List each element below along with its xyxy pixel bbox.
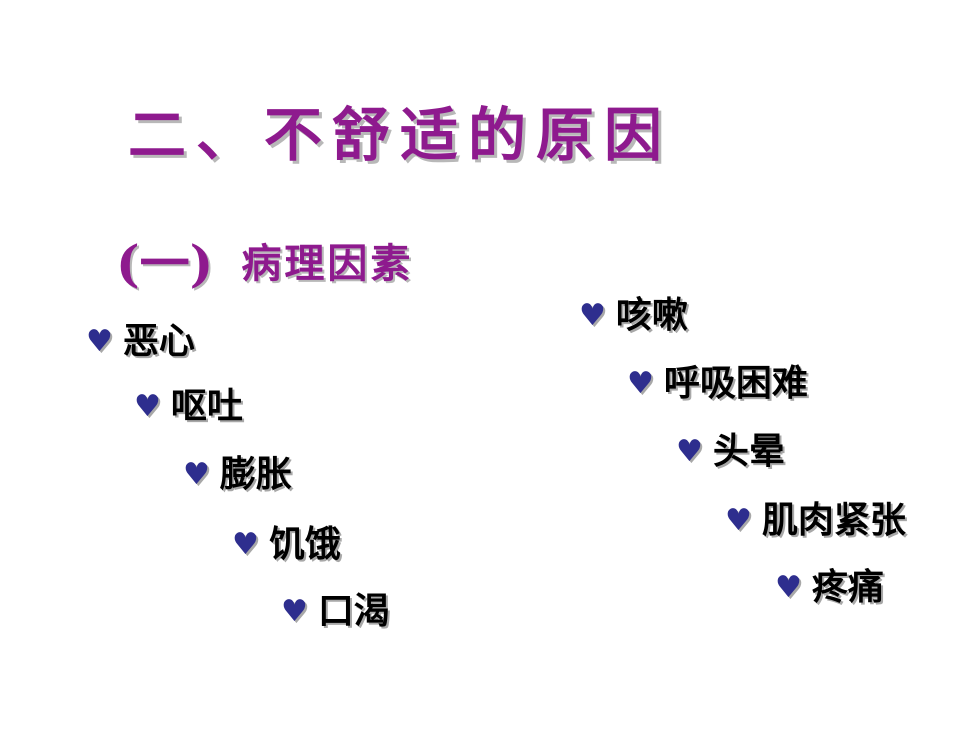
list-item-label: 恶心 [122, 321, 195, 362]
section-label: 病理因素 [241, 240, 414, 287]
list-item: ♥ 膨胀 [183, 457, 292, 493]
list-item: ♥ 疼痛 [775, 570, 884, 606]
heart-icon: ♥ [183, 457, 210, 492]
list-item-label: 头晕 [712, 431, 785, 472]
heart-icon: ♥ [281, 594, 308, 629]
list-item-label: 饥饿 [268, 524, 341, 565]
list-item-label: 呕吐 [170, 386, 243, 427]
section-heading: (一) 病理因素 [116, 224, 413, 296]
heart-icon: ♥ [134, 389, 161, 424]
heart-icon: ♥ [579, 298, 606, 333]
list-item: ♥ 口渴 [281, 594, 390, 630]
list-item-label: 膨胀 [219, 454, 292, 495]
list-item-label: 口渴 [317, 591, 390, 632]
heart-icon: ♥ [676, 434, 703, 469]
heart-icon: ♥ [232, 527, 259, 562]
list-item: ♥ 呼吸困难 [627, 366, 808, 402]
list-item-label: 疼痛 [811, 567, 884, 608]
slide-title: 二、不舒适的原因 [128, 101, 673, 169]
list-item: ♥ 呕吐 [134, 389, 243, 425]
list-item-label: 咳嗽 [615, 295, 688, 336]
list-item: ♥ 饥饿 [232, 527, 341, 563]
heart-icon: ♥ [86, 324, 113, 359]
list-item: ♥ 肌肉紧张 [725, 503, 906, 539]
list-item-label: 呼吸困难 [663, 363, 808, 404]
heart-icon: ♥ [775, 570, 802, 605]
list-item: ♥ 咳嗽 [579, 298, 688, 334]
section-number: (一) [116, 234, 214, 293]
heart-icon: ♥ [725, 503, 752, 538]
heart-icon: ♥ [627, 366, 654, 401]
list-item-label: 肌肉紧张 [761, 500, 906, 541]
list-item: ♥ 头晕 [676, 434, 785, 470]
list-item: ♥ 恶心 [86, 324, 195, 360]
